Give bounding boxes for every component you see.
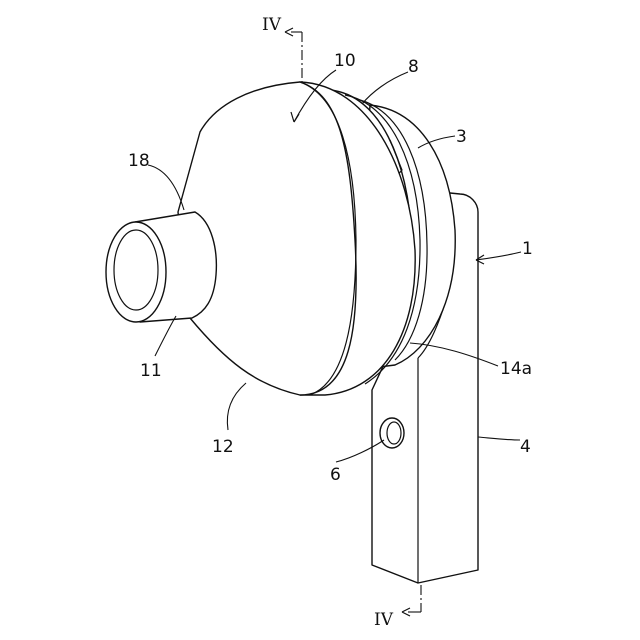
mouthpiece bbox=[106, 212, 216, 322]
label-12: 12 bbox=[212, 437, 234, 457]
label-1: 1 bbox=[522, 239, 533, 259]
label-11: 11 bbox=[140, 361, 162, 381]
label-8: 8 bbox=[408, 57, 419, 77]
label-3: 3 bbox=[456, 127, 467, 147]
label-6: 6 bbox=[330, 465, 341, 485]
label-4: 4 bbox=[520, 437, 531, 457]
label-14a: 14a bbox=[500, 359, 532, 379]
label-18: 18 bbox=[128, 151, 150, 171]
section-mark-top: IV bbox=[262, 15, 282, 35]
label-10: 10 bbox=[334, 51, 356, 71]
button-6 bbox=[380, 418, 404, 448]
section-mark-bottom: IV bbox=[374, 610, 394, 630]
